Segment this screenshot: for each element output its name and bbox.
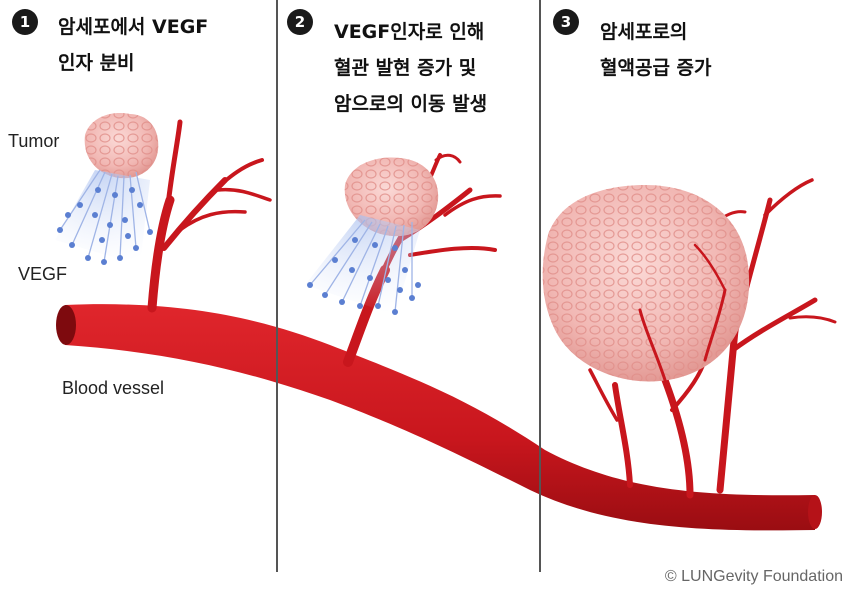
step-3-line-2: 혈액공급 증가	[600, 50, 712, 86]
step-3-title: 암세포로의 혈액공급 증가	[600, 14, 712, 86]
vegf-rays-1	[55, 170, 153, 265]
tumor-1	[85, 113, 159, 178]
vegf-rays-2	[305, 215, 421, 315]
copyright-credit: © LUNGevity Foundation	[665, 568, 843, 586]
tumor-label: Tumor	[8, 131, 59, 152]
step-1-line-1: 암세포에서 VEGF	[58, 9, 208, 45]
step-2-line-3: 암으로의 이동 발생	[334, 86, 487, 122]
blood-vessel-label: Blood vessel	[62, 378, 164, 399]
step-1-line-2: 인자 분비	[58, 45, 208, 81]
vessel-opening	[56, 305, 76, 345]
step-1-title: 암세포에서 VEGF 인자 분비	[58, 9, 208, 81]
vegf-label: VEGF	[18, 264, 67, 285]
tumor-3	[543, 185, 749, 381]
step-3-line-1: 암세포로의	[600, 14, 712, 50]
step-3-badge: 3	[553, 9, 579, 35]
vessel-branch-1	[152, 122, 270, 308]
step-1-badge: 1	[12, 9, 38, 35]
step-2-line-2: 혈관 발현 증가 및	[334, 50, 487, 86]
step-2-title: VEGF인자로 인해 혈관 발현 증가 및 암으로의 이동 발생	[334, 14, 487, 122]
step-2-badge: 2	[287, 9, 313, 35]
step-2-line-1: VEGF인자로 인해	[334, 14, 487, 50]
